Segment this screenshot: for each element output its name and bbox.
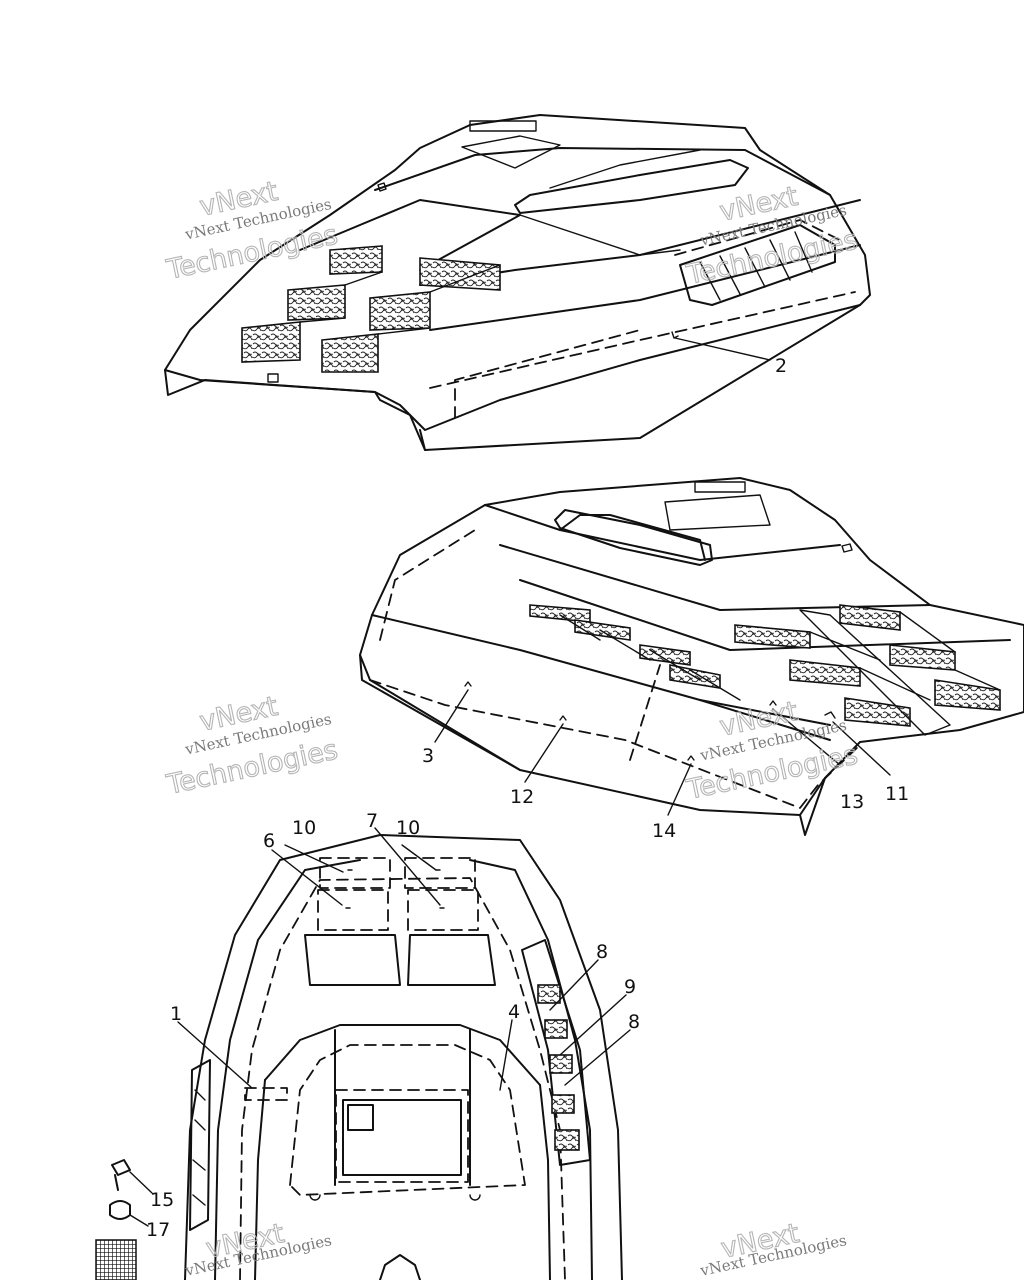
watermark-middle-right: vNext Technologies vNext Technologies: [683, 695, 861, 806]
callout-10-right: 10: [396, 817, 420, 839]
callout-6: 6: [263, 830, 275, 852]
hood-view-front-left: [164, 114, 871, 451]
watermark-middle-left: vNext Technologies vNext Technologies: [163, 690, 341, 801]
callout-8-top: 8: [596, 941, 608, 963]
callout-14: 14: [652, 820, 676, 842]
watermark-top-left: vNext Technologies vNext Technologies: [163, 175, 341, 286]
callout-labels: 2 3 12 14 13 11 10 7 10 6 8 9 8 1 4 15 1…: [146, 355, 909, 1241]
callout-11: 11: [885, 783, 909, 805]
callout-13: 13: [840, 791, 864, 813]
callout-12: 12: [510, 786, 534, 808]
callout-4: 4: [508, 1001, 520, 1023]
callout-8-bottom: 8: [628, 1011, 640, 1033]
watermark-bottom-right: vNext Technologies vNext: [698, 1217, 848, 1279]
callout-9: 9: [624, 976, 636, 998]
callout-15: 15: [150, 1189, 174, 1211]
callout-10-left: 10: [292, 817, 316, 839]
callout-2: 2: [775, 355, 787, 377]
callout-17: 17: [146, 1219, 170, 1241]
callout-1: 1: [170, 1003, 182, 1025]
hood-view-top: [95, 827, 631, 1280]
callout-7: 7: [366, 810, 378, 832]
watermark-top-right: vNext Technologies vNext Technologies: [683, 180, 861, 291]
hood-view-front-right: [359, 477, 1024, 836]
callout-3: 3: [422, 745, 434, 767]
